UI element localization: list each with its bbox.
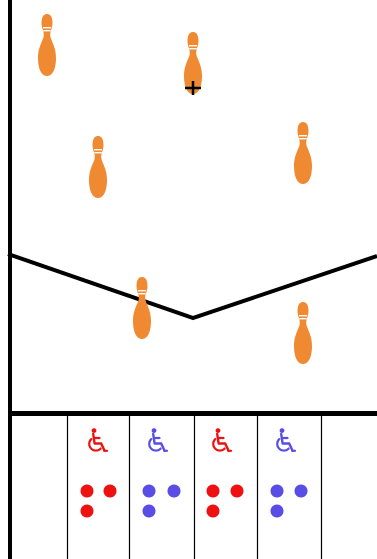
tray-slot-red[interactable]: [195, 416, 257, 559]
bowling-pin[interactable]: [294, 302, 312, 364]
dot: [81, 485, 94, 498]
tray-slot-blue[interactable]: [130, 416, 194, 559]
dot: [207, 505, 220, 518]
dot: [207, 485, 220, 498]
dot: [143, 505, 156, 518]
tray-slot-red[interactable]: [68, 416, 129, 559]
dot: [271, 485, 284, 498]
bowling-pin[interactable]: [133, 277, 151, 339]
dot: [168, 485, 181, 498]
dot: [295, 485, 308, 498]
tray-slot-empty[interactable]: [12, 416, 67, 559]
dot: [143, 485, 156, 498]
tray-slot-empty[interactable]: [322, 416, 377, 559]
dot: [231, 485, 244, 498]
tray-slot-blue[interactable]: [258, 416, 321, 559]
dot: [81, 505, 94, 518]
v-boundary-line: [8, 254, 377, 318]
dot: [104, 485, 117, 498]
bowling-pin[interactable]: [89, 136, 107, 198]
bowling-pin[interactable]: [38, 14, 56, 76]
dot: [271, 505, 284, 518]
bowling-pin[interactable]: [294, 122, 312, 184]
